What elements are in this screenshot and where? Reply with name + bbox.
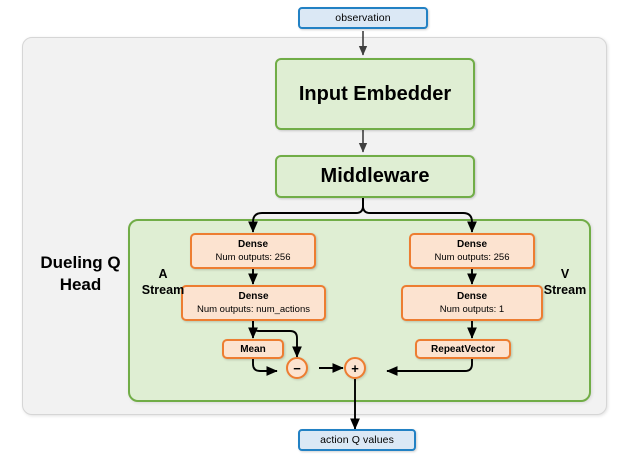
v-stream-dense-1-detail: Num outputs: 1 <box>439 304 505 315</box>
a-stream-label-line1: A <box>158 267 168 281</box>
v-stream-label-line2: Stream <box>543 283 587 297</box>
a-stream-dense-num-actions-node[interactable]: Dense Num outputs: num_actions <box>181 285 326 321</box>
a-stream-dense-256-node[interactable]: Dense Num outputs: 256 <box>190 233 316 269</box>
v-stream-label: V Stream <box>540 266 590 298</box>
v-stream-dense-256-title: Dense <box>456 239 487 250</box>
repeatvector-label: RepeatVector <box>431 343 495 355</box>
input-embedder-node[interactable]: Input Embedder <box>275 58 475 130</box>
v-stream-dense-256-detail: Num outputs: 256 <box>434 252 510 263</box>
dueling-q-head-title-line1: Dueling Q <box>40 253 121 272</box>
mean-label: Mean <box>240 343 266 355</box>
subtract-symbol: − <box>293 360 301 376</box>
v-stream-dense-256-node[interactable]: Dense Num outputs: 256 <box>409 233 535 269</box>
v-stream-dense-1-title: Dense <box>456 291 487 302</box>
dueling-q-head-title-line2: Head <box>59 275 102 294</box>
add-operator-node[interactable]: + <box>344 357 366 379</box>
input-embedder-label: Input Embedder <box>298 82 452 105</box>
a-stream-label: A Stream <box>138 266 188 298</box>
observation-label: observation <box>335 12 391 24</box>
a-stream-dense-256-detail: Num outputs: 256 <box>215 252 291 263</box>
v-stream-dense-1-node[interactable]: Dense Num outputs: 1 <box>401 285 543 321</box>
middleware-node[interactable]: Middleware <box>275 155 475 198</box>
subtract-operator-node[interactable]: − <box>286 357 308 379</box>
a-stream-dense-num-actions-detail: Num outputs: num_actions <box>196 304 310 315</box>
add-symbol: + <box>351 360 359 376</box>
mean-node[interactable]: Mean <box>222 339 284 359</box>
repeatvector-node[interactable]: RepeatVector <box>415 339 511 359</box>
a-stream-label-line2: Stream <box>141 283 185 297</box>
middleware-label: Middleware <box>320 165 430 187</box>
observation-node[interactable]: observation <box>298 7 428 29</box>
a-stream-dense-num-actions-title: Dense <box>238 291 269 302</box>
a-stream-dense-256-title: Dense <box>237 239 268 250</box>
v-stream-label-line1: V <box>560 267 570 281</box>
action-q-values-node[interactable]: action Q values <box>298 429 416 451</box>
action-q-values-label: action Q values <box>320 434 394 446</box>
dueling-q-head-title: Dueling Q Head <box>33 252 128 296</box>
